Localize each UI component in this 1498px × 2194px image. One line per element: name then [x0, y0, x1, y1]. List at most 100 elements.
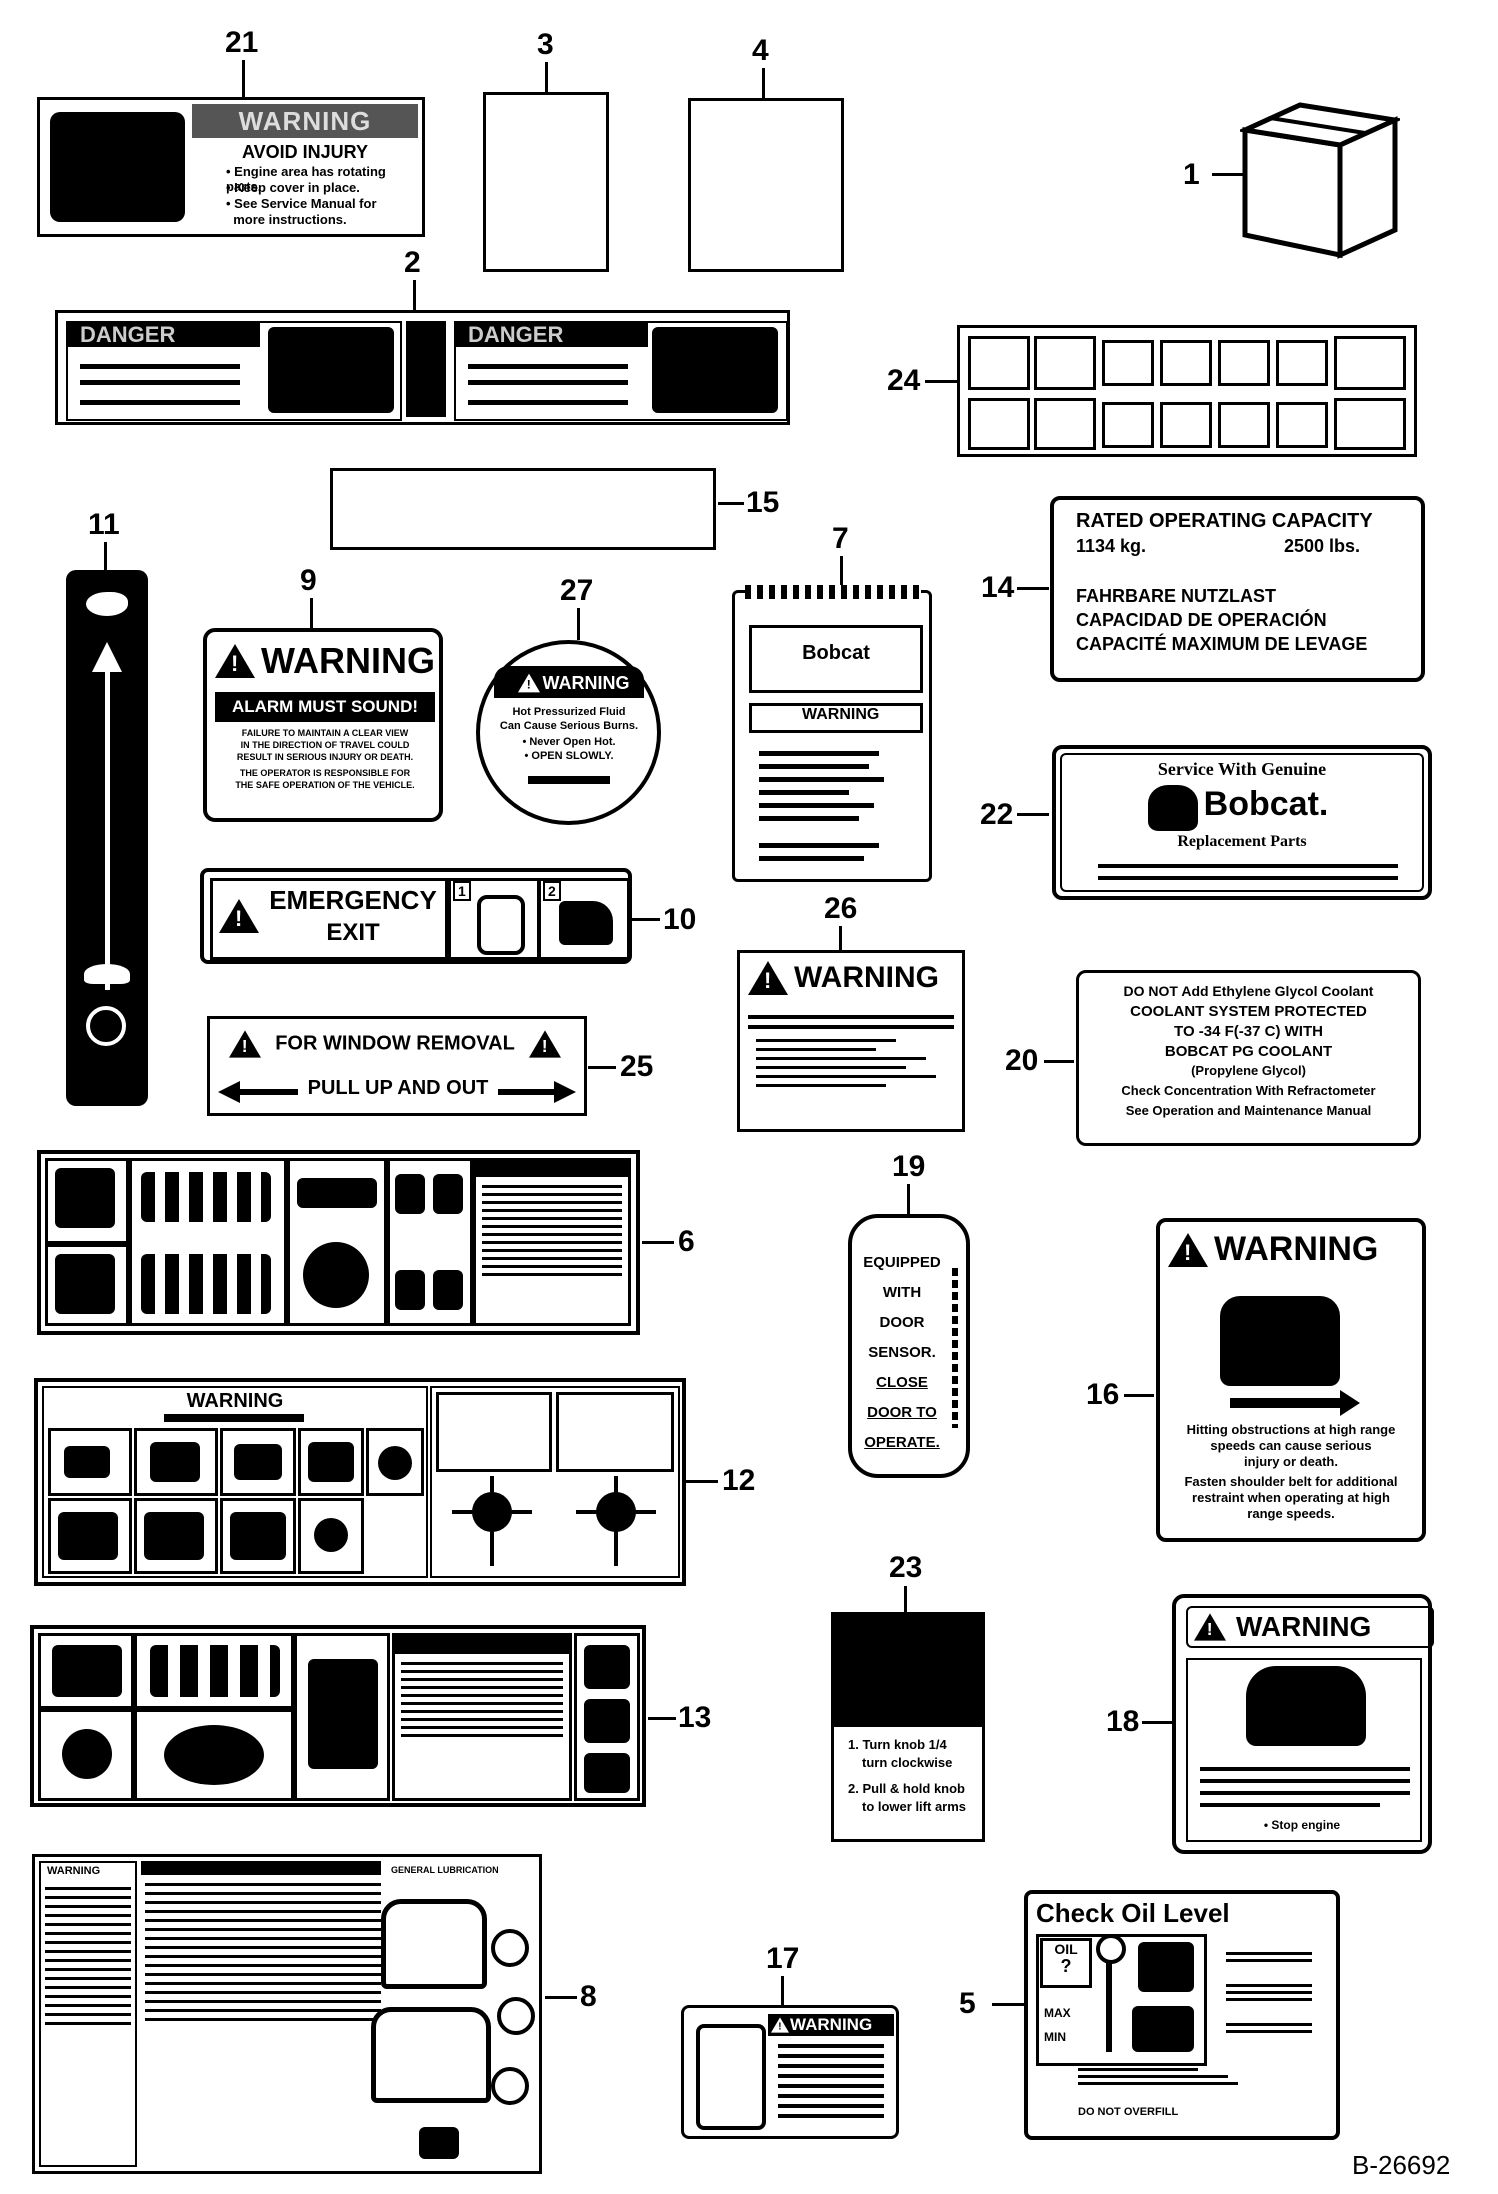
decal-23-line-3: 2. Pull & hold knob [848, 1781, 965, 1796]
switch-cell [1334, 336, 1406, 390]
callout-22: 22 [980, 798, 1014, 831]
decal-17-switch-warning: WARNING [681, 2005, 899, 2139]
decal-27-line-1: Hot Pressurized Fluid [512, 706, 626, 718]
decal-8-middle-column [141, 1861, 385, 2167]
exit-line-1: EMERGENCY [269, 885, 437, 915]
callout-18: 18 [1106, 1705, 1140, 1738]
oil-title: Check Oil Level [1036, 1898, 1230, 1928]
decal-21-line-2: • Keep cover in place. [226, 180, 360, 195]
callout-3: 3 [537, 28, 554, 61]
decal-18-footer: • Stop engine [1263, 1818, 1341, 1832]
decal-27-line-4: • OPEN SLOWLY. [524, 750, 614, 762]
skid-steer-tip-icon [268, 327, 394, 413]
warning-header: WARNING [186, 1390, 284, 1412]
callout-2: 2 [404, 246, 421, 279]
helmet-icon [378, 1446, 412, 1480]
auxiliary-control-icon [308, 1659, 378, 1769]
switch-cell [1102, 402, 1154, 448]
decal-22-genuine-parts: Service With Genuine Bobcat. Replacement… [1052, 745, 1432, 900]
decal-16-line-4: Fasten shoulder belt for additional [1184, 1474, 1398, 1489]
step-1-label: 1 [453, 881, 471, 901]
right-arrow-icon [554, 1081, 576, 1103]
warning-triangle-icon [771, 2017, 789, 2033]
danger-panel-left: DANGER [66, 321, 402, 421]
manual-book-icon [64, 1446, 110, 1478]
leader-7 [840, 556, 843, 590]
warning-header-row: WARNING [215, 640, 435, 682]
decal-9-line-5: THE SAFE OPERATION OF THE VEHICLE. [235, 780, 415, 790]
leader-4 [762, 68, 765, 100]
callout-6: 6 [678, 1225, 695, 1258]
callout-12: 12 [722, 1464, 756, 1497]
oil-footer-lines [1068, 2064, 1268, 2089]
operator-icon [584, 1645, 630, 1689]
decal-4-blank [688, 98, 844, 272]
decal-9-alarm-warning: WARNING ALARM MUST SOUND! FAILURE TO MAI… [203, 628, 443, 822]
leader-21 [242, 60, 245, 98]
sensor-line-3: DOOR [879, 1314, 925, 1331]
ccw-arrow-icon [86, 1006, 126, 1046]
hand-control-icon [52, 1645, 122, 1697]
grease-fitting-icon [491, 2067, 529, 2105]
decal-19-door-sensor: EQUIPPED WITH DOOR SENSOR. CLOSE DOOR TO… [848, 1214, 970, 1478]
decal-9-line-3: RESULT IN SERIOUS INJURY OR DEATH. [236, 752, 414, 762]
leader-24 [925, 380, 957, 383]
coolant-line-3: TO -34 F(-37 C) WITH [1174, 1023, 1323, 1040]
oil-instruction-lines [1206, 1938, 1332, 2037]
brand-panel: Bobcat [749, 625, 923, 693]
oil-icon-box: OIL ? [1040, 1938, 1092, 1988]
coolant-line-1: DO NOT Add Ethylene Glycol Coolant [1123, 983, 1374, 999]
decal-12-left-panel: WARNING [42, 1386, 428, 1578]
skid-steer-icon [58, 1512, 118, 1560]
callout-20: 20 [1005, 1044, 1039, 1077]
exit-step-2-panel: 2 [538, 878, 630, 960]
sensor-line-7: OPERATE. [864, 1434, 940, 1451]
step-2-label: 2 [543, 881, 561, 901]
warning-header: WARNING [794, 961, 939, 994]
leader-26 [839, 926, 842, 952]
leader-9 [310, 598, 313, 630]
warning-triangle-icon [517, 673, 540, 693]
exit-line-2: EXIT [326, 919, 380, 946]
operator-seat-icon [55, 1254, 115, 1314]
tilt-control-icon [164, 1725, 264, 1785]
grease-fitting-icon [497, 1997, 535, 2035]
skid-steer-tip-icon [652, 327, 778, 413]
leader-23 [904, 1586, 907, 1612]
operator-icon [584, 1699, 630, 1743]
decal-21-avoid-injury: WARNING AVOID INJURY • Engine area has r… [37, 97, 425, 237]
capacity-lbs: 2500 lbs. [1284, 536, 1361, 556]
decal-12-right-panel [430, 1386, 680, 1578]
danger-panel-right: DANGER [454, 321, 788, 421]
manual-brand: Bobcat [802, 642, 870, 664]
genuine-brand: Bobcat. [1203, 785, 1329, 823]
arrow-shaft [105, 670, 110, 990]
switch-cell [1034, 398, 1096, 450]
pedal-icon [433, 1174, 463, 1214]
leader-1 [1212, 173, 1250, 176]
warning-header: WARNING [1236, 1611, 1372, 1642]
warning-header-band: WARNING [192, 104, 418, 138]
decal-26-lift-arm-warning: WARNING [737, 950, 965, 1132]
push-window-icon [559, 901, 613, 945]
bobcat-logo-icon [419, 2127, 459, 2159]
decal-20-coolant: DO NOT Add Ethylene Glycol Coolant COOLA… [1076, 970, 1421, 1146]
oil-max: MAX [1044, 2006, 1071, 2020]
sensor-line-4: SENSOR. [868, 1344, 936, 1361]
pictorial-panel [387, 1158, 473, 1326]
danger-strip-middle [406, 321, 446, 417]
decal-27-line-3: • Never Open Hot. [522, 736, 616, 748]
coolant-line-2: COOLANT SYSTEM PROTECTED [1130, 1003, 1367, 1020]
callout-15: 15 [746, 486, 780, 519]
callout-16: 16 [1086, 1378, 1120, 1411]
callout-26: 26 [824, 892, 858, 925]
skid-steer-collision-icon [1220, 1296, 1340, 1386]
oil-label: OIL [1054, 1941, 1078, 1957]
decal-7-operator-manual: Bobcat WARNING [732, 585, 932, 882]
callout-11: 11 [88, 508, 120, 541]
warning-triangle-icon [529, 1030, 562, 1058]
operator-icon [584, 1753, 630, 1793]
decal-8-lubrication: WARNING GENERAL LUBRICATION [32, 1854, 542, 2174]
oil-min: MIN [1044, 2030, 1066, 2044]
switch-cell [1334, 398, 1406, 450]
